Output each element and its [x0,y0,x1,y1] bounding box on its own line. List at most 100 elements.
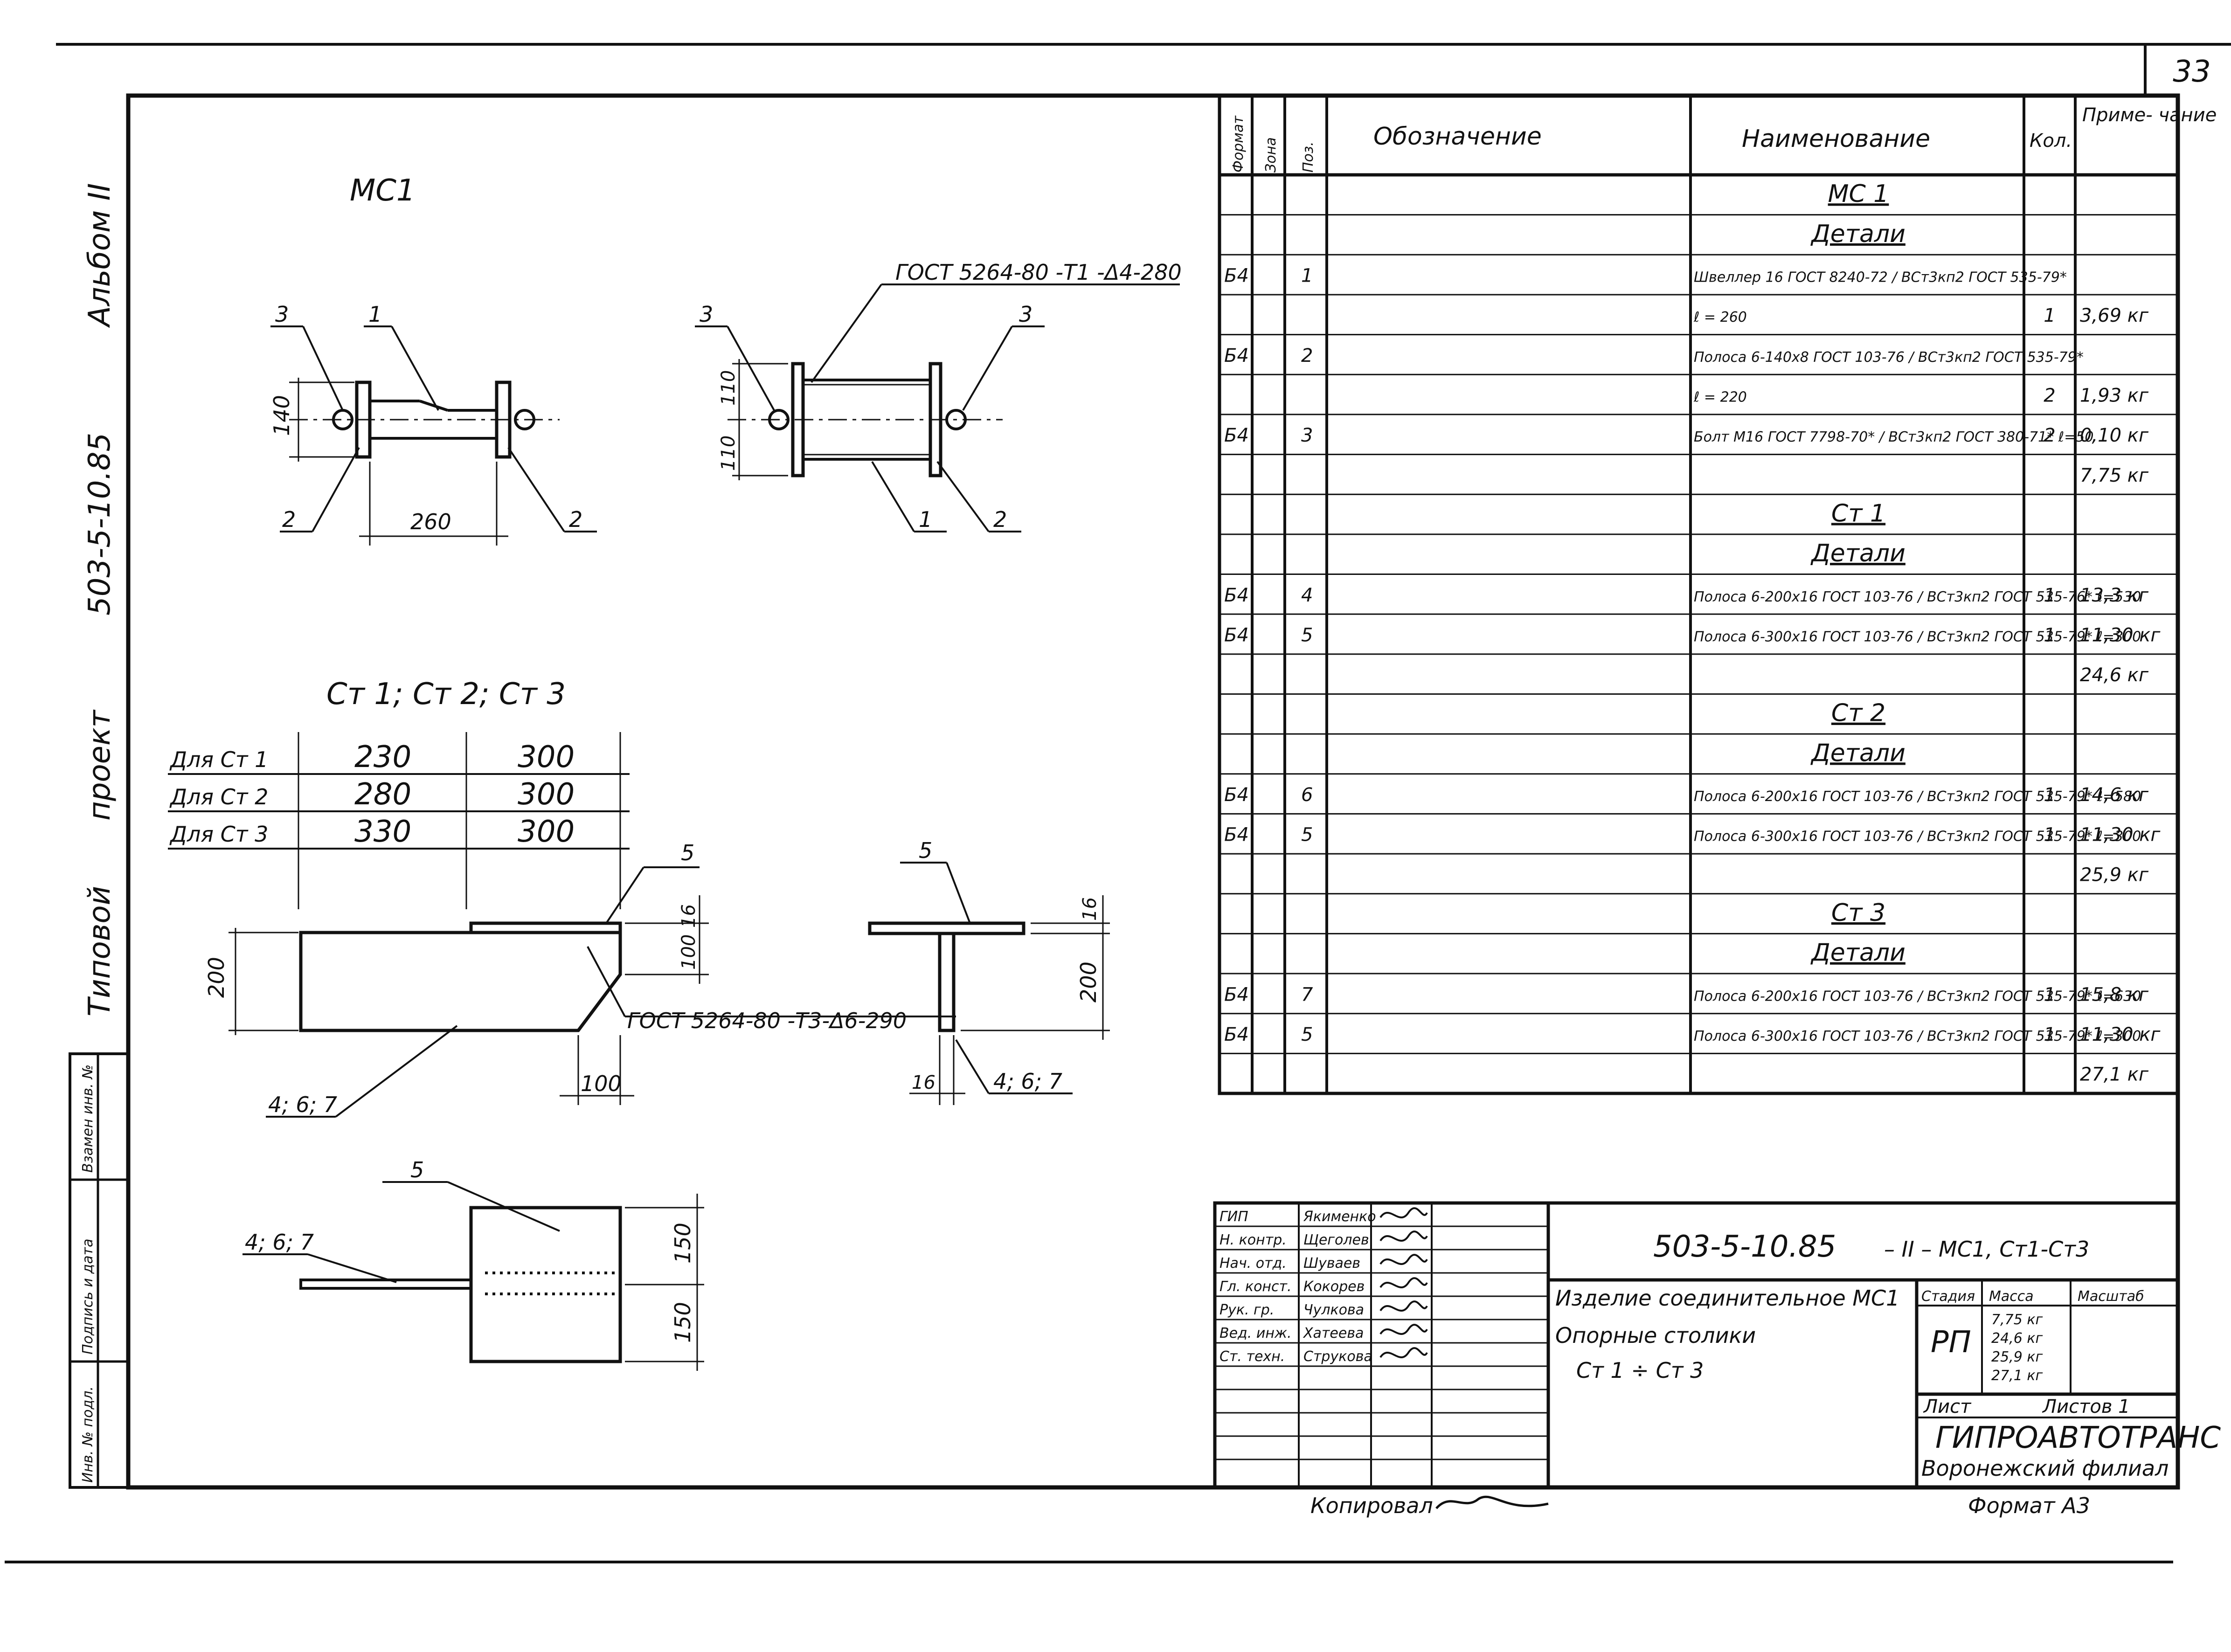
spec-row: 27,1 кг [2080,1064,2149,1085]
signer-name: Струкова [1303,1348,1372,1365]
spec-row-pos: 5 [1301,1024,1313,1045]
signature [1379,1347,1428,1358]
dim-110-bottom: 110 [718,435,739,471]
spec-row-name: Полоса 6-140х8 ГОСТ 103-76 / ВСт3кп2 ГОС… [1694,349,2084,366]
dim-200-side: 200 [1076,961,1101,1002]
signer-role: Гл. конст. [1219,1279,1292,1295]
header-note: Приме- чание [2082,104,2217,126]
header-qty: Кол. [2030,130,2072,152]
dim-100-bottom: 100 [581,1071,622,1096]
dim-16-side-bottom: 16 [912,1072,935,1093]
spec-row-name: Полоса 6-300х16 ГОСТ 103-76 / ВСт3кп2 ГО… [1694,1028,2141,1044]
spec-row-pos: 7 [1301,984,1313,1005]
album-label: Альбом II [83,183,117,328]
dim-150-bottom: 150 [670,1302,695,1343]
spec-row-note: 11,30 кг [2080,1024,2161,1045]
signature [1379,1277,1428,1288]
specification-table: Формат Зона Поз. Обозначение Наименовани… [1218,94,2217,1095]
spec-section-title: Детали [1810,539,1905,567]
spec-row-pos: 2 [1301,345,1313,366]
dims-row-3-label: Для Ст 3 [169,822,268,847]
signer-name: Хатеева [1303,1325,1364,1341]
spec-row-note: 13,3 кг [2080,585,2149,606]
signer-name: Якименко [1303,1209,1376,1225]
spec-row-qty: 1 [2044,784,2055,806]
spec-row-pos: 1 [1301,265,1313,287]
spec-row-qty: 1 [2044,824,2055,846]
project-label: проект [83,709,117,821]
signer-role: Н. контр. [1219,1232,1287,1248]
sheet-label: Лист [1923,1396,1972,1417]
code-label: 503-5-10.85 [83,433,117,615]
header-designation: Обозначение [1373,123,1542,151]
dims-row-2-label: Для Ст 2 [169,784,268,809]
spec-row: Ст 3 [1831,899,1885,927]
signature [1379,1300,1428,1312]
signer-role: Ст. техн. [1219,1348,1285,1365]
spec-row-qty: 1 [2044,984,2055,1005]
spec-row: 24,6 кг [2080,664,2149,686]
spec-row-format: Б4 [1224,984,1249,1005]
dim-140: 140 [269,395,294,436]
signer-name: Чулкова [1303,1302,1364,1318]
spec-row: Ст 1 [1831,499,1885,527]
item-title-3: Ст 1 ÷ Ст 3 [1576,1358,1704,1383]
item-title-2: Опорные столики [1555,1323,1756,1348]
spec-row-name: Полоса 6-200х16 ГОСТ 103-76 / ВСт3кп2 ГО… [1694,988,2141,1004]
dims-row-3-a: 330 [354,815,411,849]
signer-role: Рук. гр. [1219,1302,1274,1318]
signer-name: Шуваев [1303,1255,1360,1272]
bracket-plan-view: 150 150 5 4; 6; 7 [242,1157,704,1371]
spec-row-note: 11,30 кг [2080,624,2161,646]
scale-label: Масштаб [2078,1288,2144,1305]
spec-row-format: Б4 [1224,345,1249,366]
spec-section-title: Детали [1810,939,1905,967]
stage-label: Стадия [1921,1288,1975,1305]
callout-1-view2: 1 [919,507,932,532]
mass-value-4: 27,1 кг [1991,1368,2043,1384]
bracket-front-view: 200 16 100 100 5 ГОСТ 5264-80 -Т3-Δ6-290… [204,840,956,1118]
signer-role: Вед. инж. [1219,1325,1292,1341]
spec-row-format: Б4 [1224,624,1249,646]
callout-5-side: 5 [919,838,932,863]
spec-row-name: Швеллер 16 ГОСТ 8240-72 / ВСт3кп2 ГОСТ 5… [1694,270,2067,286]
bolt-head-icon [945,409,967,430]
spec-row-pos: 5 [1301,824,1313,846]
spec-row-name: Полоса 6-200х16 ГОСТ 103-76 / ВСт3кп2 ГО… [1694,589,2141,605]
spec-section-title: Детали [1810,739,1905,767]
spec-row-pos: 4 [1301,585,1313,606]
spec-row-qty: 1 [2044,305,2055,326]
spec-row-qty: 2 [2044,385,2055,407]
dim-100-front: 100 [678,934,700,970]
signer-role: Нач. отд. [1219,1255,1287,1272]
stage-value: РП [1931,1325,1971,1360]
mass-value-1: 7,75 кг [1991,1312,2043,1328]
spec-row-total: 27,1 кг [2080,1064,2149,1085]
spec-row: Детали [1810,220,1905,248]
copier-signature [1435,1495,1549,1509]
signature [1379,1207,1428,1218]
signature [1379,1254,1428,1265]
bolt-head-icon [514,409,535,430]
spec-row-qty: 1 [2044,624,2055,646]
spec-row-pos: 5 [1301,624,1313,646]
dims-row-3-b: 300 [518,815,575,849]
callout-3-view2-right: 3 [1019,302,1032,327]
callout-467-side: 4; 6; 7 [993,1069,1062,1094]
dims-row-1-label: Для Ст 1 [169,747,268,772]
header-format: Формат [1230,115,1247,173]
spec-row-name: ℓ = 220 [1693,389,1747,406]
spec-row-qty: 2 [2044,425,2055,446]
callout-2-view2: 2 [993,507,1007,532]
spec-row-name: Полоса 6-300х16 ГОСТ 103-76 / ВСт3кп2 ГО… [1694,829,2141,845]
spec-section-title: Детали [1810,220,1905,248]
spec-row-note: 14,6 кг [2080,784,2149,806]
spec-row: Б4 7 Полоса 6-200х16 ГОСТ 103-76 / ВСт3кп2… [1224,984,2149,1005]
